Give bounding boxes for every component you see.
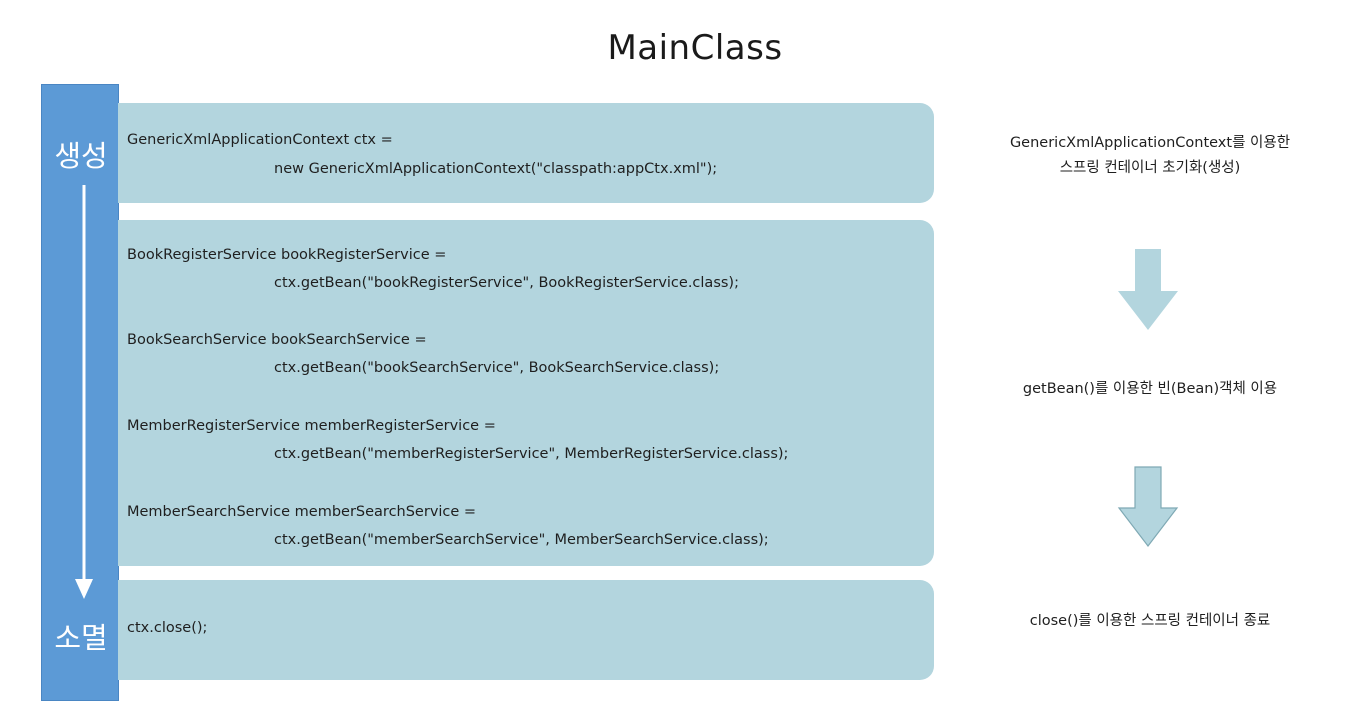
down-arrow-icon xyxy=(1118,249,1178,330)
note-init-line2: 스프링 컨테이너 초기화(생성) xyxy=(1059,160,1241,176)
lifecycle-arrow xyxy=(75,185,93,599)
code-line: ctx.getBean("bookSearchService", BookSea… xyxy=(274,360,720,376)
lifecycle-timeline: 생성 소멸 xyxy=(41,84,119,701)
code-line: GenericXmlApplicationContext ctx = xyxy=(127,132,393,148)
code-line: ctx.getBean("memberSearchService", Membe… xyxy=(274,532,769,548)
note-close: close()를 이용한 스프링 컨테이너 종료 xyxy=(1029,613,1271,629)
code-line: ctx.close(); xyxy=(127,620,208,636)
code-line: new GenericXmlApplicationContext("classp… xyxy=(274,161,718,177)
code-line: ctx.getBean("bookRegisterService", BookR… xyxy=(274,275,739,291)
destruction-label: 소멸 xyxy=(54,621,108,655)
code-line: BookRegisterService bookRegisterService … xyxy=(127,247,447,263)
code-block-create-context: GenericXmlApplicationContext ctx = new G… xyxy=(118,103,934,203)
code-block-close-context: ctx.close(); xyxy=(118,580,934,680)
diagram-title: MainClass xyxy=(607,28,783,68)
down-arrow-icon xyxy=(1117,466,1179,547)
code-line: MemberRegisterService memberRegisterServ… xyxy=(127,418,496,434)
code-line: BookSearchService bookSearchService = xyxy=(127,332,427,348)
code-block-get-beans: BookRegisterService bookRegisterService … xyxy=(118,220,934,566)
note-use: getBean()를 이용한 빈(Bean)객체 이용 xyxy=(1022,381,1278,397)
code-line: MemberSearchService memberSearchService … xyxy=(127,504,477,520)
creation-label: 생성 xyxy=(54,139,108,173)
code-line: ctx.getBean("memberRegisterService", Mem… xyxy=(274,446,789,462)
note-init-line1: GenericXmlApplicationContext를 이용한 xyxy=(1009,135,1291,151)
note-init: GenericXmlApplicationContext를 이용한 스프링 컨테… xyxy=(960,131,1340,181)
